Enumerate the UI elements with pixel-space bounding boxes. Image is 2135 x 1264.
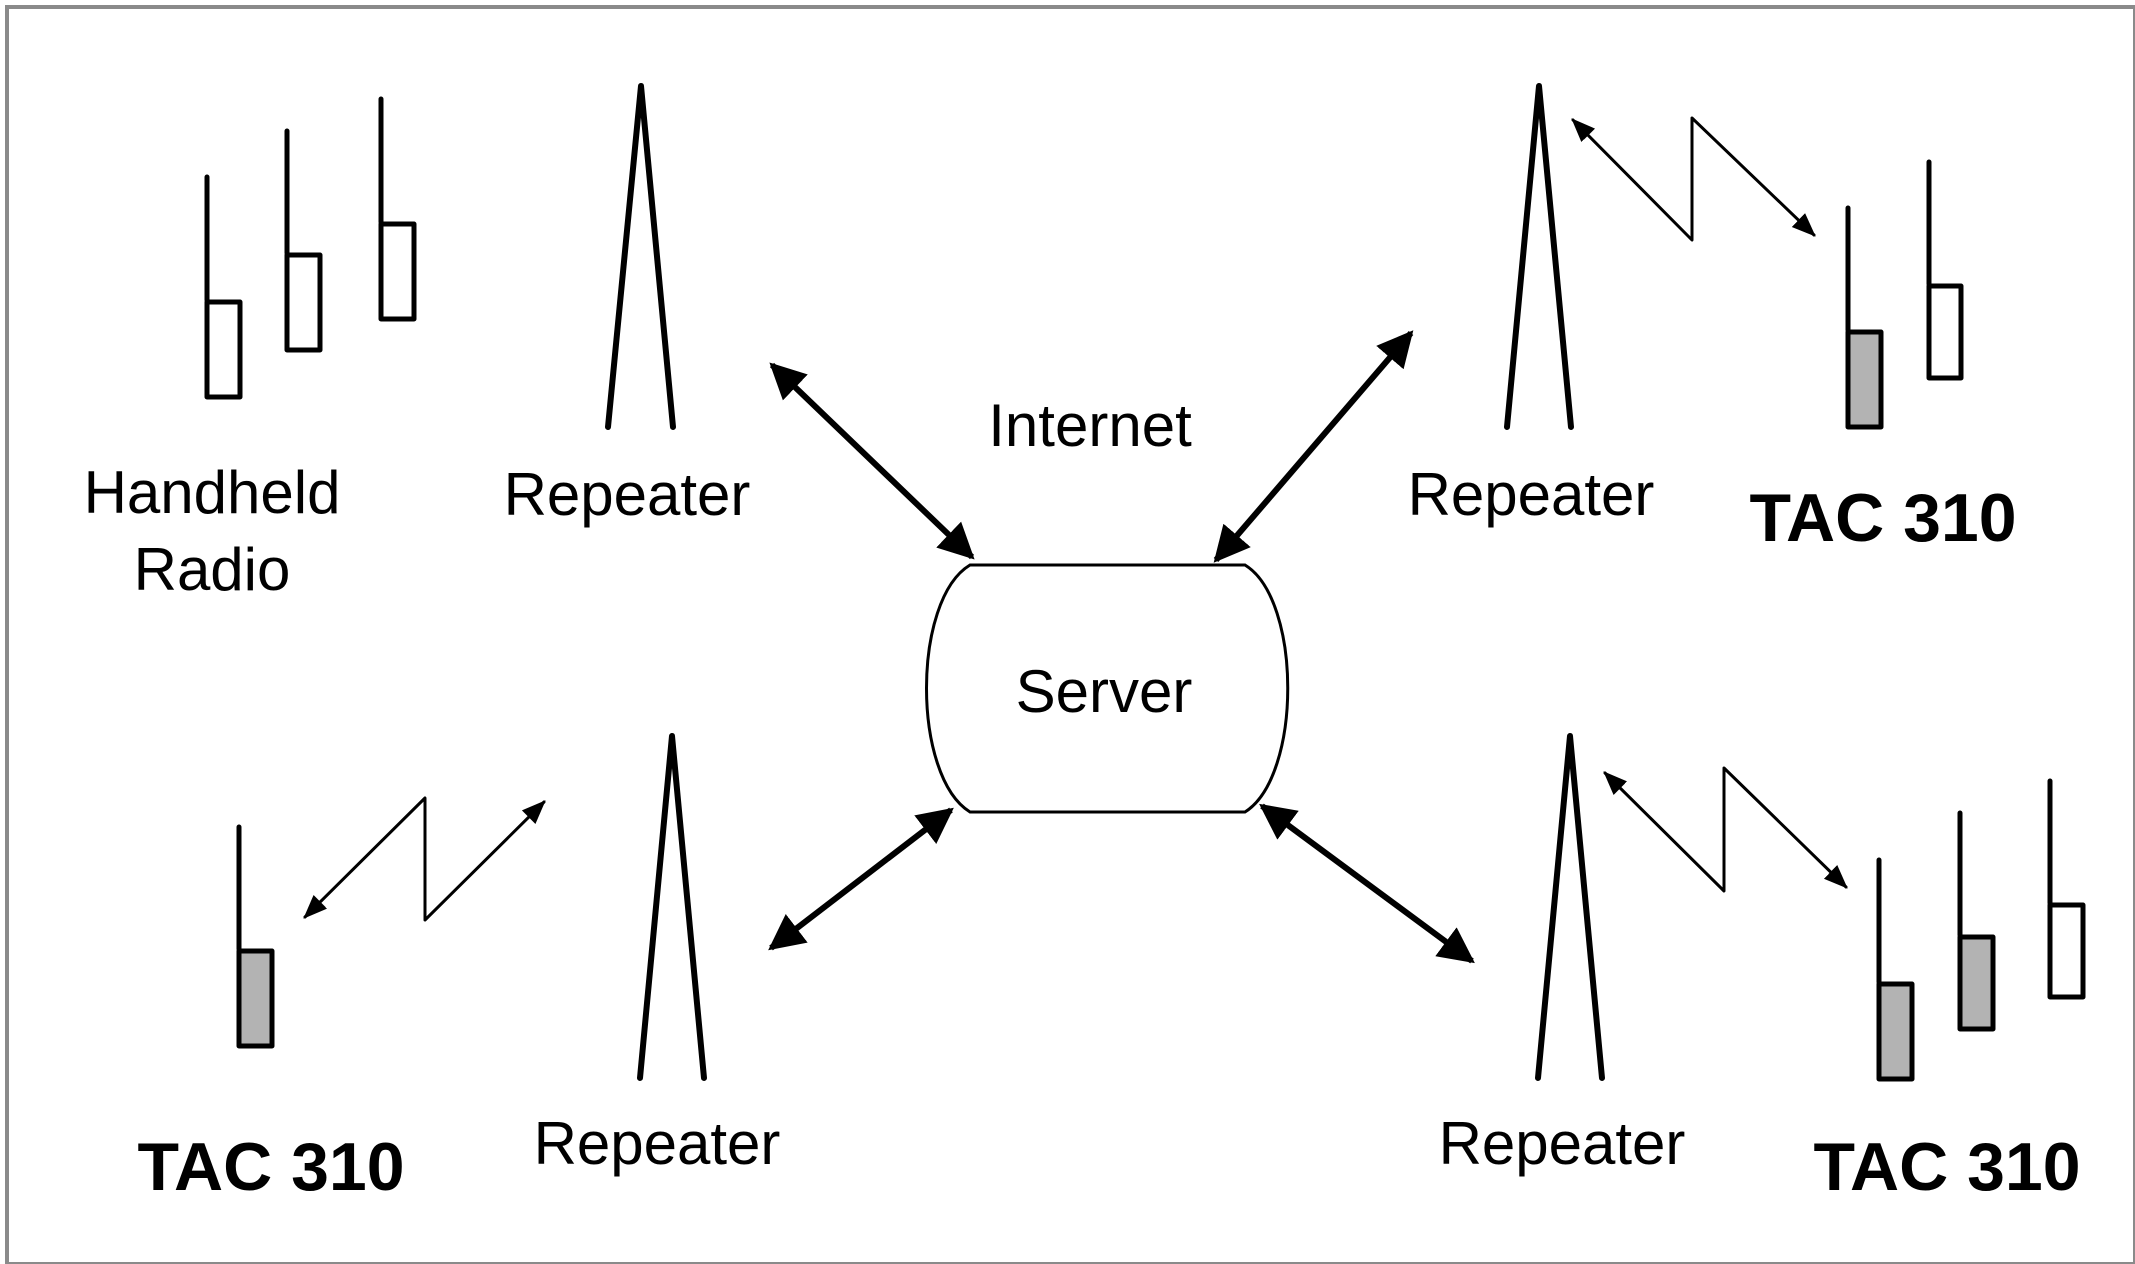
internet-label: Internet	[988, 392, 1192, 459]
lightning-radio-link-icon	[1571, 116, 1816, 242]
repeater-tower-icon	[605, 83, 676, 430]
handheld-radio-icon	[204, 96, 417, 400]
tac-310-radio-icon	[1845, 159, 1964, 430]
tac-label-top-right: TAC 310	[1749, 480, 2016, 556]
double-arrow-icon	[769, 362, 975, 560]
double-arrow-icon	[1213, 330, 1414, 563]
handheld-label-line1: Handheld	[84, 459, 341, 526]
double-arrow-icon	[768, 807, 954, 951]
server-cylinder-icon	[925, 563, 1290, 814]
tac-310-radio-icon	[236, 824, 275, 1049]
tac-310-radio-icon	[1876, 778, 2086, 1082]
repeater-label-top-right: Repeater	[1408, 461, 1655, 528]
diagram-frame	[5, 5, 2135, 1264]
tac-label-bottom-right: TAC 310	[1813, 1129, 2080, 1205]
double-arrow-icon	[1259, 803, 1475, 964]
tac-label-bottom-left: TAC 310	[137, 1129, 404, 1205]
lightning-radio-link-icon	[1603, 766, 1848, 893]
repeater-label-top-left: Repeater	[504, 461, 751, 528]
lightning-radio-link-icon	[303, 796, 546, 922]
repeater-tower-icon	[637, 733, 707, 1081]
server-label: Server	[1016, 658, 1193, 725]
repeater-label-bottom-right: Repeater	[1439, 1110, 1686, 1177]
repeater-tower-icon	[1504, 83, 1574, 430]
handheld-label-line2: Radio	[134, 536, 291, 603]
repeater-tower-icon	[1535, 733, 1605, 1081]
repeater-label-bottom-left: Repeater	[534, 1110, 781, 1177]
